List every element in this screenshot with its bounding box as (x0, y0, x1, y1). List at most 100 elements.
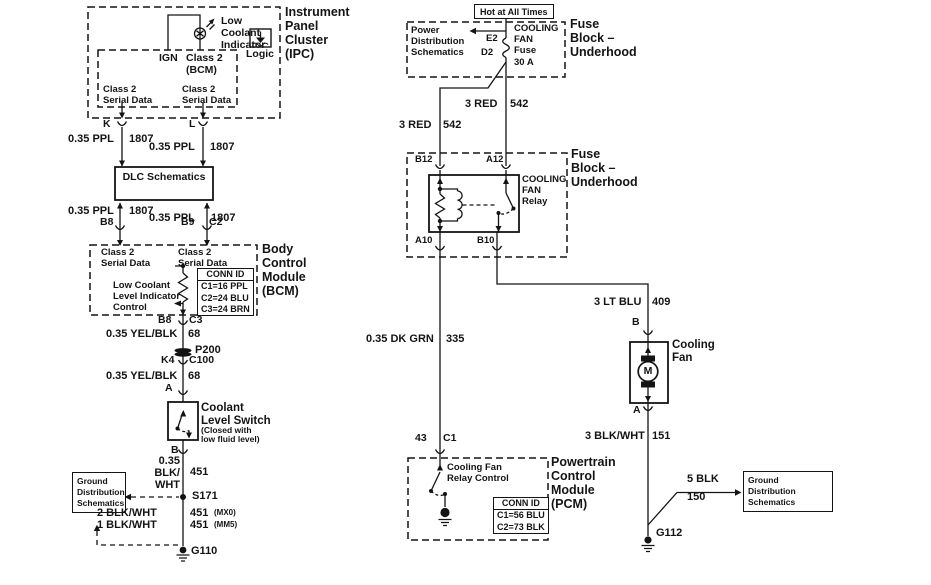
lamp-spark-icon (206, 21, 215, 30)
conn-id-row: C2=73 BLK (497, 521, 545, 532)
low-coolant-control-label: Low Coolant Level Indicator Control (113, 280, 181, 314)
wire-circuit: 68 (188, 370, 201, 382)
ipc-box (87, 6, 281, 119)
pcm-ground-icon (440, 507, 450, 518)
conn-id-row: C1=16 PPL (201, 281, 248, 292)
wire-gauge: 0.35 YEL/BLK (106, 370, 178, 382)
wire-circuit: 1807 (211, 212, 236, 224)
pin-c2-label: C2 (209, 216, 223, 228)
conn-id-header: CONN ID (198, 269, 253, 282)
wire-gauge: 0.35 PPL (68, 205, 114, 217)
serial-data-label: Class 2 Serial Data (178, 247, 228, 270)
pin-b-label: B (171, 444, 179, 456)
pcm-conn-id-table: CONN ID C1=56 BLU C2=73 BLK (493, 497, 549, 534)
pin-b12-label: B12 (415, 154, 433, 165)
motor-icon (637, 360, 659, 383)
pcm-title: Powertrain Control Module (PCM) (551, 455, 616, 512)
wire-circuit: 150 (687, 491, 706, 503)
conn-id-row: C3=24 BRN (201, 303, 250, 314)
class2-bcm-label: Class 2 (BCM) (186, 52, 223, 76)
variant-label: (MX0) (214, 508, 236, 517)
pin-k-label: K (103, 118, 111, 130)
conn-id-row: C1=56 BLU (497, 510, 545, 521)
relay-to-pcm-wire (434, 232, 446, 458)
logic-icon (249, 28, 272, 48)
ground-distribution-refbox: Ground Distribution Schematics (72, 472, 126, 514)
fuse-block-title: Fuse Block – Underhood (570, 17, 637, 60)
ipc-to-dlc-wires (116, 121, 209, 167)
power-feed (439, 17, 510, 166)
wire-circuit: 1807 (129, 133, 154, 145)
wire-gauge: 3 RED (465, 98, 498, 110)
variant-label: (MM5) (214, 520, 238, 529)
wire-circuit: 68 (188, 328, 201, 340)
dlc-box (114, 166, 214, 201)
bcm-to-switch-wire (174, 315, 192, 402)
pin-b-connector (177, 449, 189, 455)
relay-to-fan-wire (496, 232, 654, 342)
wire-circuit: 451 (190, 519, 209, 531)
pin-l-label: L (189, 118, 196, 130)
power-dist-box (406, 21, 566, 78)
bcm-box (89, 244, 258, 316)
relay-internals (434, 164, 516, 251)
wire-circuit: 542 (510, 98, 529, 110)
fan-to-g112-wire (641, 403, 742, 553)
pin-k-connector (116, 121, 128, 127)
wire-circuit: 335 (446, 333, 465, 345)
wire-gauge: 3 LT BLU (594, 296, 642, 308)
resistor-icon (177, 272, 189, 303)
pin-d2-label: D2 (481, 47, 494, 58)
switch-to-g110-wire (93, 440, 190, 562)
low-coolant-indicator-label: Low Coolant Indicator (221, 15, 266, 51)
pin-b-fan-connector (642, 330, 654, 336)
wire-gauge: 5 BLK (687, 473, 719, 485)
pin-a12-connector (500, 164, 512, 170)
pin-l-connector (197, 121, 209, 127)
pin-e2-label: E2 (486, 33, 498, 44)
pin-b12-connector (434, 164, 446, 170)
dlc-to-bcm-wires (114, 202, 213, 246)
relay-coil-icon (457, 190, 463, 220)
bcm-conn-id-table: CONN ID C1=16 PPL C2=24 BLU C3=24 BRN (197, 268, 254, 316)
dlc-title: DLC Schematics (122, 171, 206, 183)
splice-s171-label: S171 (192, 490, 218, 502)
pin-c3-label: C3 (189, 314, 203, 326)
conn-id-header: CONN ID (494, 498, 548, 511)
conn-id-row: C2=24 BLU (201, 292, 249, 303)
ign-label: IGN (159, 52, 178, 64)
cooling-fan-box (629, 341, 669, 404)
bcm-internals (174, 263, 189, 316)
pin-c100-label: C100 (189, 354, 215, 366)
serial-data-label: Class 2 Serial Data (101, 247, 151, 270)
cooling-fan-internals (637, 342, 659, 403)
wire-gauge: 2 BLK/WHT (97, 507, 157, 519)
coolant-switch-note: (Closed with low fluid level) (201, 425, 260, 445)
relay-box (428, 174, 520, 233)
wire-circuit: 409 (652, 296, 671, 308)
cooling-fan-fuse-label: COOLING FAN Fuse 30 A (514, 23, 559, 68)
pin-a-label: A (165, 382, 173, 394)
wire-circuit: 451 (190, 466, 209, 478)
logic-label: Logic (246, 48, 274, 60)
pin-b9-connector (201, 225, 213, 231)
pin-c3-connector (177, 320, 189, 326)
fuse-block-title: Fuse Block – Underhood (571, 147, 638, 190)
pin-k4-label: K4 (161, 354, 175, 366)
fuse-block-box (406, 152, 568, 258)
wire-circuit: 1807 (210, 141, 235, 153)
hot-at-all-times-box: Hot at All Times (474, 4, 554, 19)
pin-c100-connector (177, 359, 189, 365)
pin-a-fan-label: A (633, 404, 641, 416)
pin-b-fan-label: B (632, 316, 640, 328)
g110-label: G110 (191, 545, 218, 557)
relay-control-label: Cooling Fan Relay Control (447, 462, 509, 485)
wire-gauge: 1 BLK/WHT (97, 519, 157, 531)
relay-switch-blade (505, 192, 515, 209)
pin-b8-label: B8 (158, 314, 172, 326)
wire-gauge: 0.35 PPL (149, 212, 195, 224)
ipc-title: Instrument Panel Cluster (IPC) (285, 5, 350, 62)
pin-c1-label: C1 (443, 432, 457, 444)
